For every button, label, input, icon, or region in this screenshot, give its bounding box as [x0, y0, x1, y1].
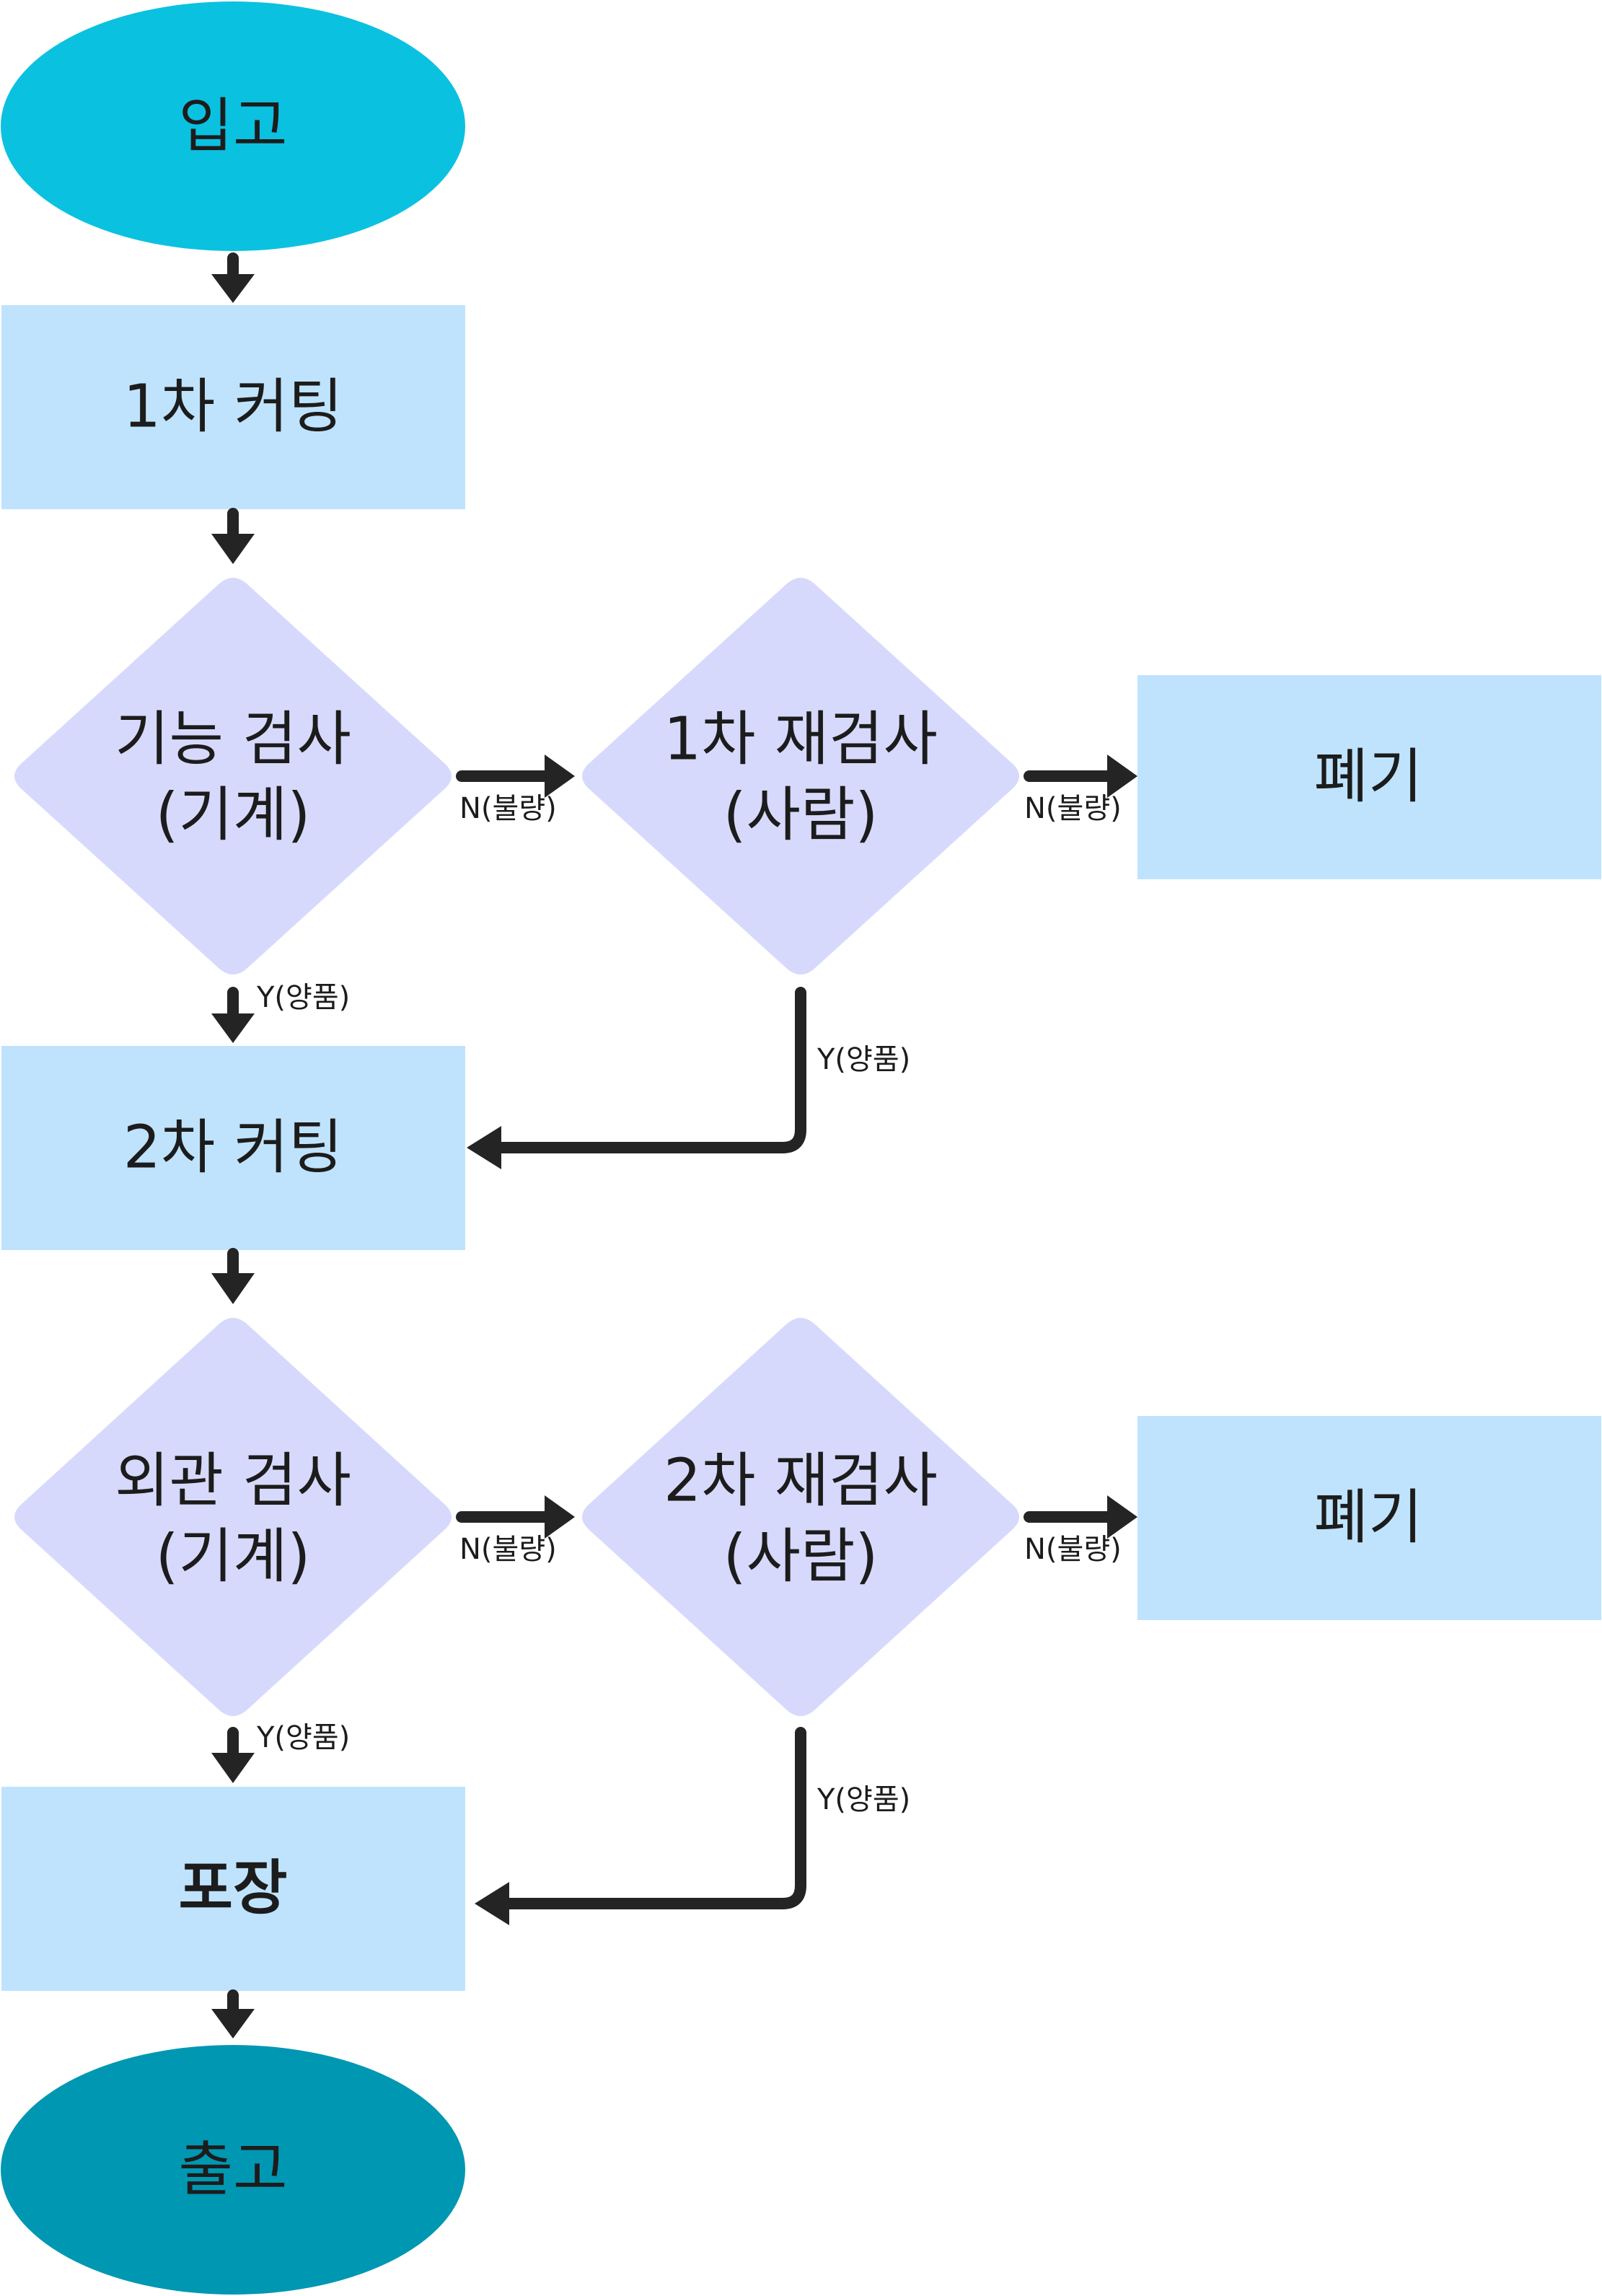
arrowhead	[211, 1273, 255, 1304]
edge-func-to-recheck1: N(불량)	[456, 755, 575, 825]
edge-look-to-recheck2: N(불량)	[456, 1495, 575, 1566]
pack-label: 포장	[179, 1855, 288, 1923]
cut2-process: 2차 커팅	[1, 1046, 465, 1250]
cut2-label: 2차 커팅	[123, 1114, 343, 1182]
edge-label-recheck2-to-discard2: N(불량)	[1024, 1533, 1122, 1566]
discard1-box	[1137, 675, 1601, 879]
recheck2-label-line2: (사람)	[723, 1523, 879, 1591]
pack-box	[1, 1787, 465, 1991]
end-ellipse	[1, 2045, 465, 2295]
edge-recheck1-to-cut2: Y(양품)	[467, 987, 910, 1169]
edge-label-recheck1-to-discard1: N(불량)	[1024, 792, 1122, 825]
cut1-process: 1차 커팅	[1, 305, 465, 509]
recheck2-diamond	[582, 1318, 1019, 1716]
discard1-process: 폐기	[1137, 675, 1601, 879]
arrowhead	[467, 1126, 501, 1169]
arrowhead	[211, 1753, 255, 1783]
edge-cut2-to-look-check	[211, 1248, 255, 1304]
discard2-process: 폐기	[1137, 1416, 1601, 1620]
arrowhead	[475, 1882, 509, 1925]
edge-pack-to-end	[211, 1989, 255, 2038]
pack-process: 포장	[1, 1787, 465, 1991]
arrowhead	[211, 2009, 255, 2038]
arrowhead	[545, 1495, 575, 1539]
recheck2-label-line1: 2차 재검사	[664, 1447, 938, 1516]
edge-recheck2-to-discard2: N(불량)	[1024, 1495, 1137, 1566]
edge-label-look-to-recheck2: N(불량)	[459, 1533, 557, 1566]
recheck1-label-line2: (사람)	[723, 781, 879, 850]
discard2-label: 폐기	[1314, 1484, 1423, 1552]
start-ellipse	[1, 1, 465, 251]
edge-look-to-pack: Y(양품)	[211, 1721, 350, 1783]
recheck1-diamond	[582, 578, 1019, 975]
edge-label-look-to-pack: Y(양품)	[256, 1721, 350, 1754]
recheck1-decision: 1차 재검사 (사람)	[582, 578, 1019, 975]
look-check-decision: 외관 검사 (기계)	[14, 1318, 452, 1716]
edge-recheck1-to-discard1: N(불량)	[1024, 755, 1137, 825]
cut2-box	[1, 1046, 465, 1250]
arrowhead	[211, 534, 255, 564]
recheck1-label-line1: 1차 재검사	[664, 705, 938, 774]
arrowhead	[1107, 755, 1137, 798]
func-check-diamond	[14, 578, 452, 975]
cut1-label: 1차 커팅	[123, 373, 343, 441]
edge-label-recheck2-to-pack: Y(양품)	[817, 1783, 910, 1816]
arrowhead	[211, 1013, 255, 1043]
edge-label-func-to-cut2: Y(양품)	[256, 981, 350, 1014]
func-check-label-line1: 기능 검사	[115, 705, 351, 774]
look-check-diamond	[14, 1318, 452, 1716]
look-check-label-line1: 외관 검사	[115, 1447, 351, 1516]
start-terminal: 입고	[1, 1, 465, 251]
discard2-box	[1137, 1416, 1601, 1620]
edge-func-to-cut2: Y(양품)	[211, 981, 350, 1043]
edge-recheck2-to-pack: Y(양품)	[475, 1727, 910, 1925]
edge-label-recheck1-to-cut2: Y(양품)	[817, 1043, 910, 1076]
arrowhead	[1107, 1495, 1137, 1539]
edge-start-to-cut1	[211, 252, 255, 303]
end-terminal: 출고	[1, 2045, 465, 2295]
discard1-label: 폐기	[1314, 743, 1423, 811]
edge-label-func-to-recheck1: N(불량)	[459, 792, 557, 825]
recheck2-decision: 2차 재검사 (사람)	[582, 1318, 1019, 1716]
arrowhead	[211, 274, 255, 303]
cut1-box	[1, 305, 465, 509]
edge-cut1-to-func-check	[211, 508, 255, 564]
arrowhead	[545, 755, 575, 798]
look-check-label-line2: (기계)	[156, 1523, 311, 1591]
start-label: 입고	[179, 92, 288, 161]
func-check-decision: 기능 검사 (기계)	[14, 578, 452, 975]
func-check-label-line2: (기계)	[156, 781, 311, 850]
end-label: 출고	[179, 2136, 288, 2204]
